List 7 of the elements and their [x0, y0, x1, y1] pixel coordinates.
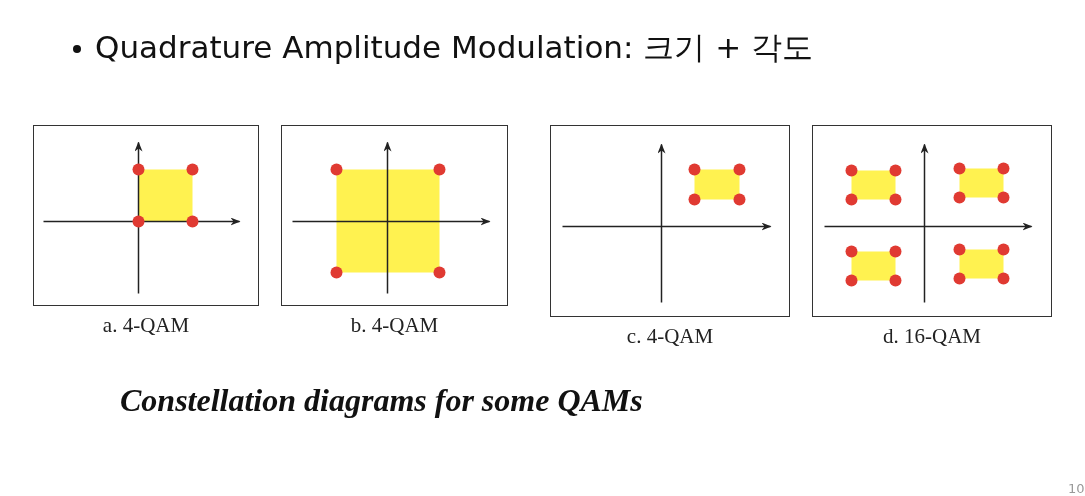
- page-number: 10: [1068, 481, 1085, 496]
- panel-caption: d. 16-QAM: [882, 324, 982, 349]
- slide-title: Quadrature Amplitude Modulation: 크기 + 각도: [95, 28, 813, 67]
- panel-caption: c. 4-QAM: [625, 324, 715, 349]
- panel-caption: a. 4-QAM: [101, 313, 191, 338]
- panel-caption: b. 4-QAM: [349, 313, 440, 338]
- figure-caption: Constellation diagrams for some QAMs: [120, 382, 643, 419]
